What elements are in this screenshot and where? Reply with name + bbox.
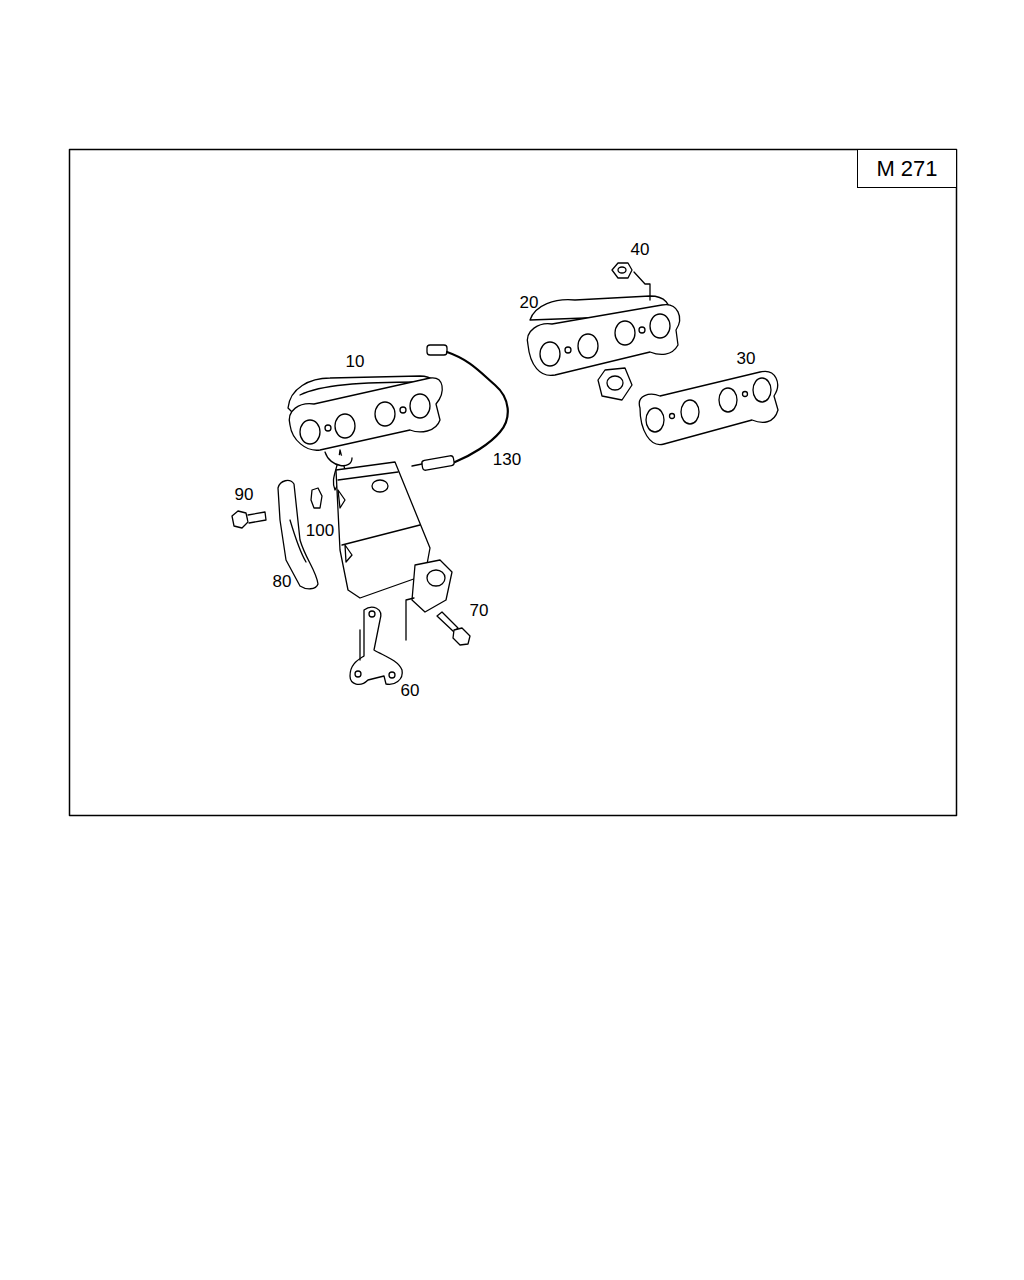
oxygen-sensor-part bbox=[412, 464, 422, 466]
nut-part bbox=[634, 272, 650, 300]
bolt bbox=[437, 612, 470, 645]
manifold-with-converter-part bbox=[375, 402, 395, 426]
callout-number: 30 bbox=[737, 350, 756, 367]
callout-number: 60 bbox=[401, 682, 420, 699]
manifold-with-converter-part bbox=[342, 525, 420, 545]
bracket-part bbox=[389, 672, 395, 678]
callout-number: 100 bbox=[306, 522, 334, 539]
manifold-with-converter-part bbox=[338, 472, 398, 480]
bracket-part bbox=[369, 611, 375, 617]
gasket-part bbox=[670, 414, 675, 419]
oxygen-sensor-part bbox=[447, 352, 508, 462]
gasket bbox=[639, 371, 778, 444]
gasket-part bbox=[646, 408, 664, 432]
manifold-part bbox=[598, 368, 632, 400]
frame bbox=[70, 150, 957, 816]
bracket-part bbox=[350, 607, 402, 684]
manifold bbox=[527, 296, 679, 400]
manifold-with-converter-part bbox=[300, 420, 320, 444]
manifold-with-converter-part bbox=[325, 425, 331, 431]
gasket-part bbox=[719, 388, 737, 412]
gasket-part bbox=[639, 371, 778, 444]
gasket-part bbox=[681, 400, 699, 424]
callout-number: 90 bbox=[235, 486, 254, 503]
manifold-with-converter-part bbox=[289, 378, 442, 450]
bolt-part bbox=[453, 628, 470, 645]
callout-number: 80 bbox=[273, 573, 292, 590]
manifold-with-converter-part bbox=[335, 414, 355, 438]
bolt bbox=[232, 511, 266, 528]
gasket-part bbox=[743, 392, 748, 397]
manifold-part bbox=[607, 376, 623, 390]
bolt-part bbox=[248, 512, 266, 523]
gasket-part bbox=[753, 378, 771, 402]
callout-number: 20 bbox=[520, 294, 539, 311]
manifold-part bbox=[578, 334, 598, 358]
manifold-part bbox=[540, 342, 560, 366]
manifold-part bbox=[527, 305, 679, 376]
nut-part bbox=[311, 488, 322, 508]
bracket-part bbox=[355, 671, 361, 677]
bolt-part bbox=[232, 511, 248, 528]
manifold-part bbox=[565, 347, 571, 353]
engine-code-box: M 271 bbox=[857, 149, 957, 188]
bracket-part bbox=[406, 598, 414, 640]
manifold-part bbox=[615, 321, 635, 345]
manifold-with-converter-part bbox=[412, 560, 452, 612]
manifold-with-converter-part bbox=[345, 545, 352, 562]
nut-part bbox=[618, 267, 626, 273]
exhaust-illustration-part bbox=[70, 150, 957, 816]
callout-number: 40 bbox=[631, 241, 650, 258]
manifold-with-converter-part bbox=[427, 570, 445, 586]
manifold-part bbox=[650, 314, 670, 338]
callout-number: 10 bbox=[346, 353, 365, 370]
bolt-part bbox=[437, 612, 458, 632]
manifold-with-converter-part bbox=[338, 490, 345, 508]
bracket-part bbox=[359, 630, 360, 660]
heat-shield-part bbox=[290, 520, 306, 562]
nut-part bbox=[612, 263, 632, 278]
manifold-with-converter-part bbox=[410, 394, 430, 418]
callout-number: 130 bbox=[493, 451, 521, 468]
manifold-part bbox=[639, 327, 645, 333]
engine-code: M 271 bbox=[876, 156, 937, 182]
oxygen-sensor-part bbox=[421, 455, 454, 470]
manifold-with-converter-part bbox=[400, 407, 406, 413]
manifold-with-converter-part bbox=[325, 452, 352, 466]
nut bbox=[612, 263, 650, 300]
callout-number: 70 bbox=[470, 602, 489, 619]
nut bbox=[311, 488, 322, 508]
manifold-with-converter-part bbox=[372, 480, 388, 492]
oxygen-sensor-part bbox=[427, 345, 447, 355]
bracket bbox=[350, 598, 414, 684]
